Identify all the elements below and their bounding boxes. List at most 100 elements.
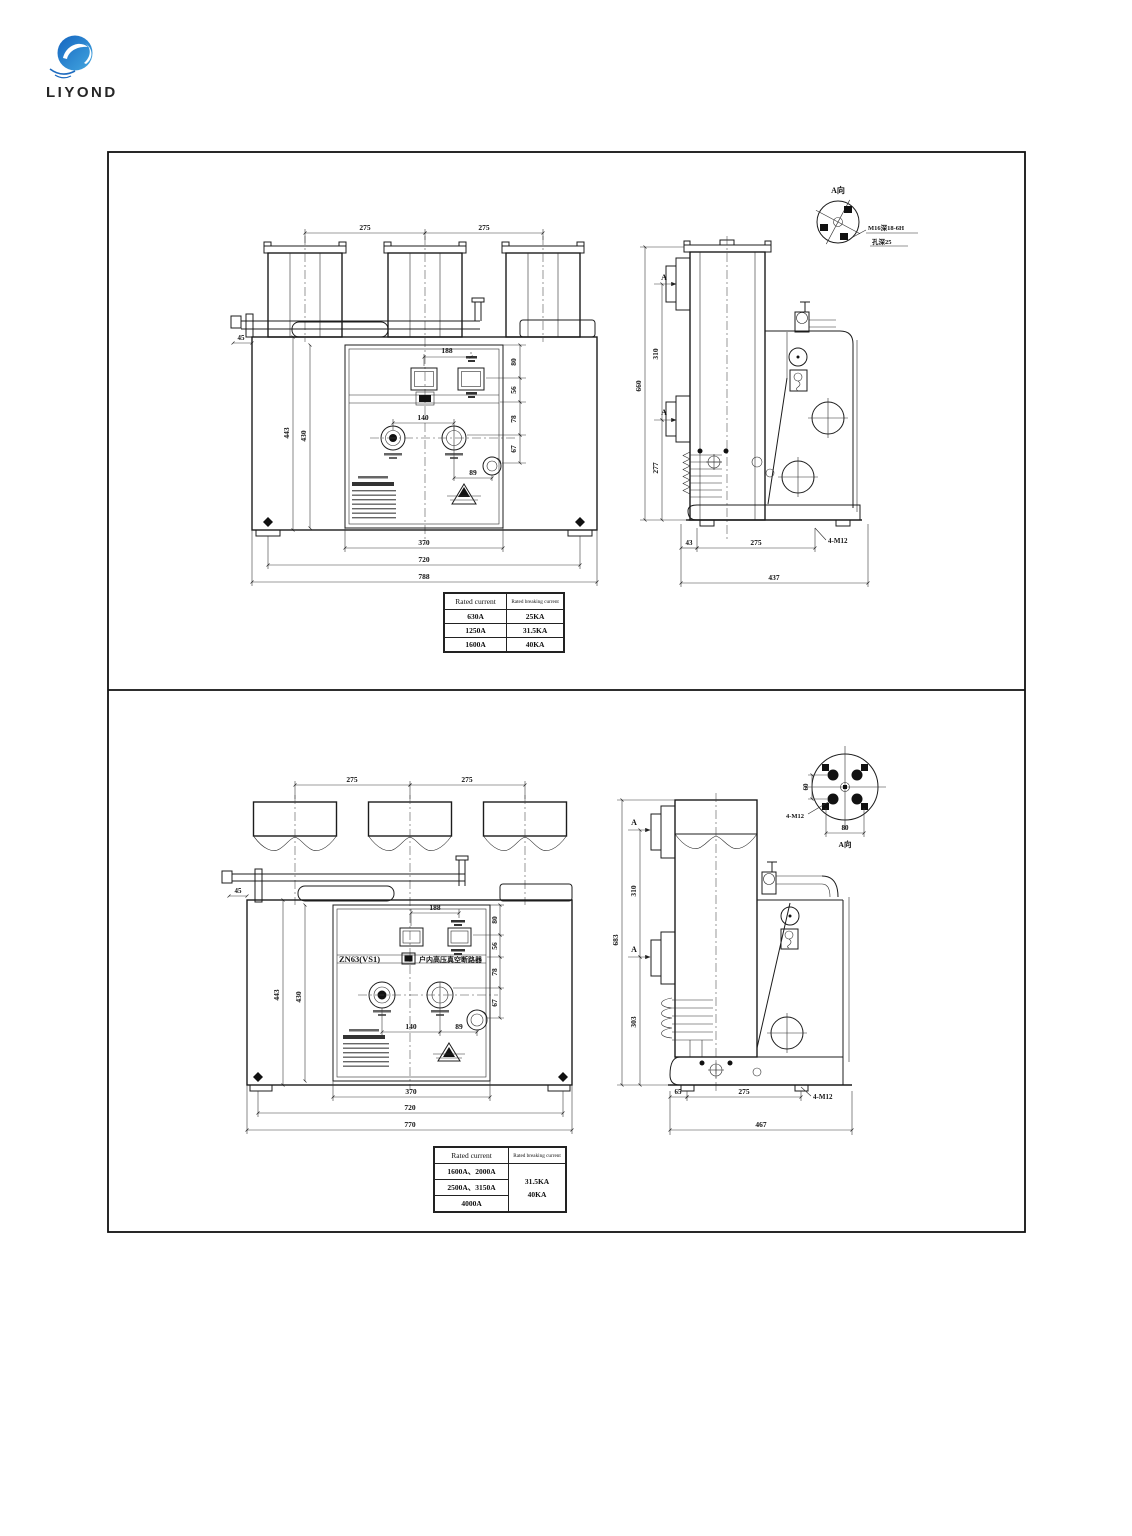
table-cell: 31.5KA 40KA <box>508 1163 567 1213</box>
d2-pole-1 <box>252 795 338 905</box>
dim-label: 683 <box>611 934 620 946</box>
table-cell: 4000A <box>433 1195 510 1213</box>
dim-label: 89 <box>455 1022 463 1031</box>
brand-logo: LIYOND <box>46 35 118 101</box>
dim-label: 80 <box>509 358 518 366</box>
rating-table-1: Rated current Rated breaking current 630… <box>443 592 565 653</box>
dim-label: 443 <box>282 427 291 439</box>
table-cell: 1250A <box>443 623 508 638</box>
dim-label: 660 <box>634 380 643 392</box>
dim-label: 140 <box>405 1022 417 1031</box>
dim-label: 437 <box>768 573 780 582</box>
dim-label: 65 <box>675 1088 683 1096</box>
dim-label: 56 <box>490 942 499 950</box>
dim-label: 80 <box>490 916 499 924</box>
dim-label: 56 <box>509 386 518 394</box>
d1-front-dims: 275 275 45 443 430 188 140 89 80 56 78 6… <box>231 223 599 586</box>
dim-label: 430 <box>294 991 303 1003</box>
table-cell: 1600A、2000A <box>433 1163 510 1180</box>
d2-pole-2 <box>367 795 453 1090</box>
dim-label: 310 <box>651 348 660 360</box>
breaking-current-value: 31.5KA <box>524 1176 550 1186</box>
dim-label: 303 <box>629 1016 638 1028</box>
d1-side-view <box>665 236 862 540</box>
table-row: 1600A 40KA <box>443 637 565 653</box>
dim-label: 140 <box>417 413 429 422</box>
detail-view-label: A向 <box>831 185 845 195</box>
d2-body-box <box>246 899 573 1086</box>
dim-label: 275 <box>738 1087 750 1096</box>
dim-label: 275 <box>750 538 762 547</box>
table-cell: 1600A <box>443 637 508 653</box>
thread-spec: M16深18-6H <box>868 223 904 232</box>
table-header: Rated breaking current <box>508 1146 567 1164</box>
logo-swoosh <box>63 43 88 59</box>
table-cell: 630A <box>443 609 508 624</box>
dim-label: 277 <box>651 462 660 474</box>
section-label: A <box>661 408 667 417</box>
dim-label: 275 <box>359 223 371 232</box>
dim-label: 443 <box>272 989 281 1001</box>
dim-label: 67 <box>509 445 518 453</box>
dim-label: 45 <box>238 334 246 342</box>
dim-label: 89 <box>469 468 477 477</box>
dim-label: 188 <box>441 346 453 355</box>
dim-label: 720 <box>404 1103 416 1112</box>
d2-side-view <box>650 793 852 1092</box>
table-cell: 31.5KA <box>506 623 565 638</box>
table-header: Rated breaking current <box>506 592 565 610</box>
dim-label: 310 <box>629 885 638 897</box>
dim-label: 430 <box>299 430 308 442</box>
table-header: Rated current <box>443 592 508 610</box>
d2-front-view: ZN63(VS1) 户内高压真空断路器 <box>221 795 573 1092</box>
d2-interphase-rod <box>221 855 573 903</box>
bolt-label: 4-M12 <box>828 537 848 545</box>
table-cell: 2500A、3150A <box>433 1179 510 1196</box>
table-row: 1600A、2000A 31.5KA 40KA <box>433 1163 567 1213</box>
table-row: 4000A <box>433 1195 566 1213</box>
table-cell: 25KA <box>506 609 565 624</box>
section-label: A <box>661 273 667 282</box>
table-row: 630A 25KA <box>443 609 565 624</box>
d1-side-dims: 660 310 277 A A 43 275 437 4-M12 <box>634 245 870 587</box>
d1-nameplate <box>352 476 396 519</box>
section-label: A <box>631 818 637 827</box>
hole-depth: 孔深25 <box>872 237 892 246</box>
table-row: 1250A 31.5KA <box>443 623 565 638</box>
dim-label: 467 <box>755 1120 767 1129</box>
dim-label: 275 <box>478 223 490 232</box>
d1-pole-1 <box>263 236 347 342</box>
dim-label: 275 <box>461 775 473 784</box>
d2-detail-a: 60 80 A向 4-M12 <box>786 746 886 849</box>
d1-front-view <box>230 236 598 545</box>
d2-front-panel <box>332 904 498 1082</box>
rating-table-2: Rated current Rated breaking current 160… <box>433 1146 567 1213</box>
d1-cert-mark <box>447 483 481 505</box>
d1-feet <box>255 517 593 537</box>
d1-pole-3 <box>501 236 585 342</box>
d1-interphase-rod <box>230 297 596 338</box>
dim-label: 188 <box>429 903 441 912</box>
bolt-label: 4-M12 <box>786 813 804 820</box>
d2-side-dims: 683 310 303 A A 65 275 467 4-M12 <box>611 798 854 1135</box>
d1-body-box <box>251 336 598 531</box>
dim-label: 275 <box>346 775 358 784</box>
bolt-label: 4-M12 <box>813 1093 833 1101</box>
dim-label: 45 <box>235 887 243 895</box>
d2-cert-mark <box>433 1042 465 1062</box>
section-label: A <box>631 945 637 954</box>
d1-front-panel <box>344 344 515 529</box>
dim-label: 770 <box>404 1120 416 1129</box>
dim-label: 788 <box>418 572 430 581</box>
d2-nameplate <box>343 1029 389 1067</box>
brand-name: LIYOND <box>46 84 118 101</box>
dim-label: 370 <box>418 538 430 547</box>
dim-label: 43 <box>686 539 694 547</box>
sheet-frame <box>107 151 1026 1233</box>
dim-label: 67 <box>490 999 499 1007</box>
dim-label: 720 <box>418 555 430 564</box>
d2-feet <box>249 1072 571 1092</box>
d2-pole-3 <box>482 795 568 905</box>
